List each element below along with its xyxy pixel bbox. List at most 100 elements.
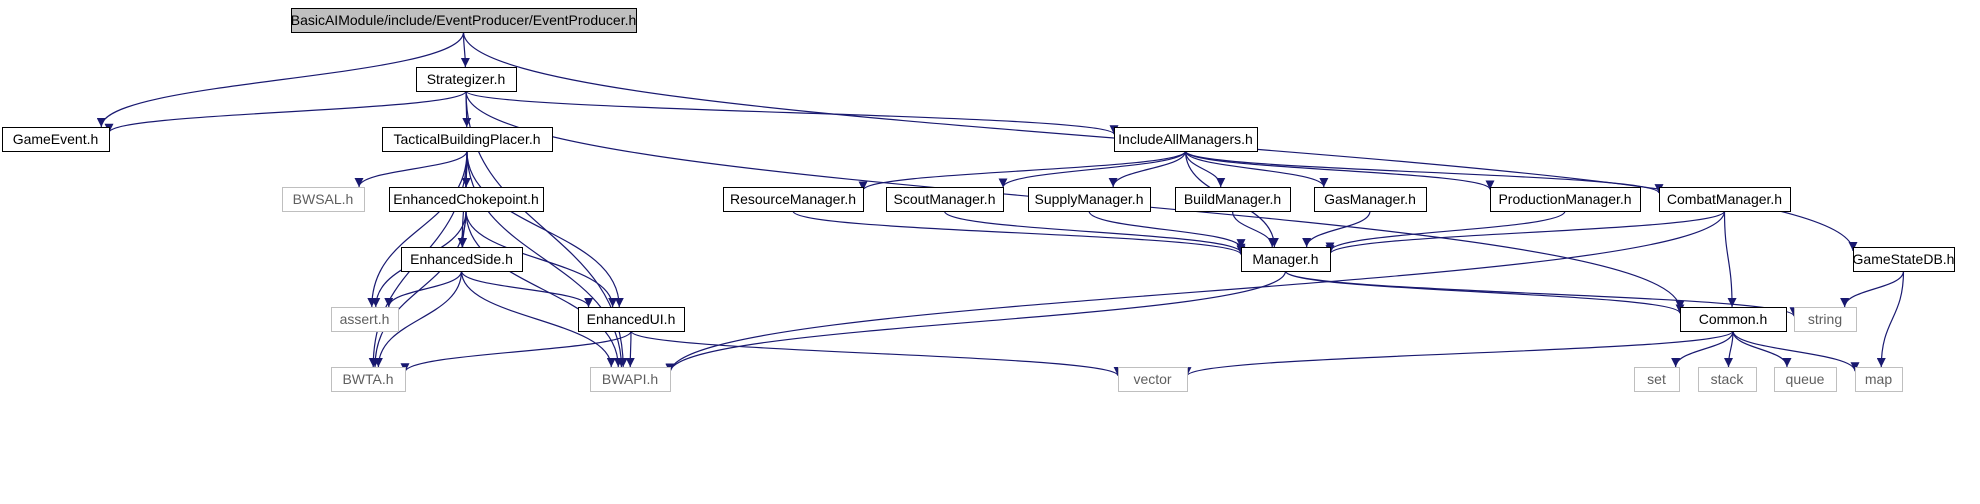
node-label: BuildManager.h xyxy=(1184,191,1281,207)
edge-gamestate-to-map xyxy=(1876,270,1905,368)
node-gamestatedb-h[interactable]: GameStateDB.h xyxy=(1853,247,1955,272)
edge-eui-to-vector xyxy=(630,330,1123,377)
edge-common-to-map xyxy=(1732,330,1860,372)
node-label: vector xyxy=(1133,371,1171,387)
node-gameevent-h[interactable]: GameEvent.h xyxy=(2,127,110,152)
node-box xyxy=(578,307,685,332)
node-string: string xyxy=(1794,307,1857,332)
node-box xyxy=(1794,307,1857,332)
edge-common-to-queue xyxy=(1732,330,1792,368)
node-box xyxy=(1175,187,1291,212)
node-box xyxy=(2,127,110,152)
node-label: BWTA.h xyxy=(342,371,393,387)
node-box xyxy=(590,367,671,392)
edge-resource-to-manager xyxy=(792,210,1246,256)
node-common-h[interactable]: Common.h xyxy=(1680,307,1787,332)
node-buildmanager-h[interactable]: BuildManager.h xyxy=(1175,187,1291,212)
node-box xyxy=(282,187,365,212)
node-productionmanager-h[interactable]: ProductionManager.h xyxy=(1490,187,1641,212)
node-enhancedside-h[interactable]: EnhancedSide.h xyxy=(401,247,523,272)
node-label: queue xyxy=(1786,371,1825,387)
node-box xyxy=(1774,367,1837,392)
node-assert-h: assert.h xyxy=(331,307,399,332)
edge-includeall-to-resource xyxy=(858,150,1187,191)
node-stack: stack xyxy=(1698,367,1757,392)
node-basicaimodule-include-eventproducer-eventproducer-h: BasicAIModule/include/EventProducer/Even… xyxy=(291,8,637,33)
node-bwsal-h: BWSAL.h xyxy=(282,187,365,212)
node-label: CombatManager.h xyxy=(1667,191,1782,207)
node-box xyxy=(1118,367,1188,392)
node-box xyxy=(389,187,544,212)
edge-includeall-to-production xyxy=(1184,150,1495,191)
edge-includeall-to-build xyxy=(1184,150,1226,188)
node-label: map xyxy=(1865,371,1892,387)
node-label: TacticalBuildingPlacer.h xyxy=(393,131,540,147)
node-bwta-h: BWTA.h xyxy=(331,367,406,392)
edge-includeall-to-supply xyxy=(1108,150,1187,188)
node-box xyxy=(331,367,406,392)
node-strategizer-h[interactable]: Strategizer.h xyxy=(416,67,517,92)
edge-common-to-vector xyxy=(1182,330,1734,377)
node-box xyxy=(723,187,864,212)
edge-tactical-to-assert xyxy=(367,150,468,308)
node-box xyxy=(1114,127,1258,152)
node-label: SupplyManager.h xyxy=(1035,191,1144,207)
edge-combat-to-bwapi xyxy=(665,210,1726,373)
node-label: GasManager.h xyxy=(1324,191,1416,207)
node-label: ScoutManager.h xyxy=(894,191,996,207)
node-enhancedchokepoint-h[interactable]: EnhancedChokepoint.h xyxy=(389,187,544,212)
node-tacticalbuildingplacer-h[interactable]: TacticalBuildingPlacer.h xyxy=(382,127,553,152)
edge-eside-to-bwta xyxy=(373,270,463,368)
node-queue: queue xyxy=(1774,367,1837,392)
node-bwapi-h: BWAPI.h xyxy=(590,367,671,392)
node-label: BWSAL.h xyxy=(293,191,354,207)
node-box xyxy=(1659,187,1791,212)
node-box xyxy=(1314,187,1427,212)
node-gasmanager-h[interactable]: GasManager.h xyxy=(1314,187,1427,212)
node-label: BasicAIModule/include/EventProducer/Even… xyxy=(291,12,637,28)
node-resourcemanager-h[interactable]: ResourceManager.h xyxy=(723,187,864,212)
edge-eside-to-bwapi xyxy=(460,270,616,368)
node-label: Common.h xyxy=(1699,311,1767,327)
node-label: ResourceManager.h xyxy=(730,191,856,207)
node-box xyxy=(382,127,553,152)
node-set: set xyxy=(1634,367,1680,392)
nodes-layer: BasicAIModule/include/EventProducer/Even… xyxy=(2,8,1955,392)
edge-common-to-stack xyxy=(1724,330,1734,368)
node-label: IncludeAllManagers.h xyxy=(1118,131,1253,147)
node-label: assert.h xyxy=(340,311,390,327)
node-scoutmanager-h[interactable]: ScoutManager.h xyxy=(886,187,1004,212)
node-box xyxy=(416,67,517,92)
node-supplymanager-h[interactable]: SupplyManager.h xyxy=(1028,187,1151,212)
edge-combat-to-common xyxy=(1723,210,1737,308)
edge-eui-to-bwapi xyxy=(625,330,635,368)
edge-strategizer-to-gameevent xyxy=(104,90,467,134)
edge-build-to-manager xyxy=(1231,210,1277,248)
node-combatmanager-h[interactable]: CombatManager.h xyxy=(1659,187,1791,212)
node-label: string xyxy=(1808,311,1842,327)
edge-echoke-to-bwta xyxy=(370,210,467,368)
node-label: EnhancedSide.h xyxy=(410,251,513,267)
node-label: GameEvent.h xyxy=(13,131,99,147)
edge-root-to-gameevent xyxy=(96,31,465,128)
node-label: stack xyxy=(1711,371,1745,387)
edge-tactical-to-eui xyxy=(466,150,624,308)
node-vector: vector xyxy=(1118,367,1188,392)
node-box xyxy=(1855,367,1903,392)
edge-common-to-set xyxy=(1671,330,1734,368)
node-box xyxy=(1490,187,1641,212)
edge-gas-to-manager xyxy=(1302,210,1371,248)
edge-tactical-to-bwsal xyxy=(354,150,468,188)
node-box xyxy=(291,8,637,33)
node-label: Manager.h xyxy=(1252,251,1318,267)
edge-combat-to-manager xyxy=(1325,210,1726,255)
node-manager-h[interactable]: Manager.h xyxy=(1241,247,1331,272)
edge-strategizer-to-includeall xyxy=(465,90,1119,135)
edge-eside-to-eui xyxy=(460,270,594,308)
node-label: BWAPI.h xyxy=(602,371,658,387)
edge-gamestate-to-string xyxy=(1840,270,1905,308)
node-includeallmanagers-h[interactable]: IncludeAllManagers.h xyxy=(1114,127,1258,152)
edge-eui-to-bwta xyxy=(400,330,632,373)
node-enhancedui-h[interactable]: EnhancedUI.h xyxy=(578,307,685,332)
edge-includeall-to-combat xyxy=(1184,150,1664,194)
